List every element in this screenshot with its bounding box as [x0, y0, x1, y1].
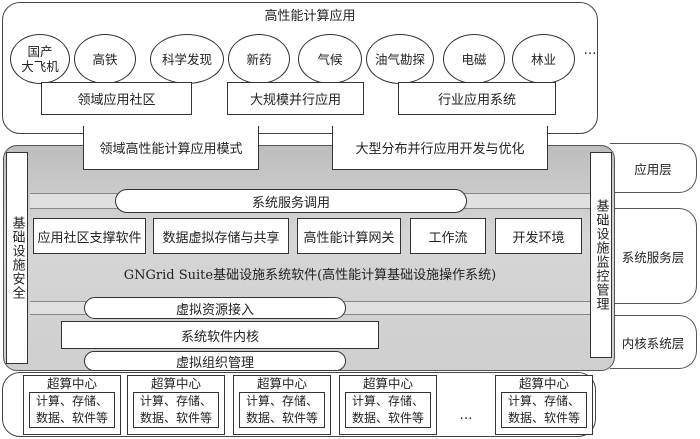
domain-oval: 电磁: [443, 34, 505, 84]
layer-application: 应用层: [610, 143, 697, 193]
system-kernel-box: 系统软件内核: [61, 321, 379, 349]
domain-oval: 高铁: [74, 34, 136, 84]
domain-oval: 国产 大飞机: [10, 34, 70, 84]
service-hpc-gateway: 高性能计算网关: [297, 218, 401, 254]
infra-security-box: 基础设施安全: [6, 152, 28, 364]
domain-oval: 气候: [298, 34, 362, 84]
layer-system-service: 系统服务层: [610, 208, 697, 304]
service-workflow: 工作流: [410, 218, 486, 254]
supercomputing-center: 超算中心计算、存储、 数据、软件等: [127, 375, 225, 435]
distributed-dev-box: 大型分布并行应用开发与优化: [332, 126, 548, 170]
virtual-org-management: 虚拟组织管理: [84, 351, 346, 371]
domain-community-box: 领域应用社区: [41, 82, 192, 115]
center-title: 超算中心: [256, 376, 307, 391]
infra-monitoring-box: 基础设施监控管理: [590, 152, 612, 358]
center-title: 超算中心: [46, 376, 97, 391]
center-content: 计算、存储、 数据、软件等: [501, 392, 587, 428]
center-title: 超算中心: [518, 376, 569, 391]
domain-oval: 科学发现: [150, 34, 224, 84]
supercomputing-center: 超算中心计算、存储、 数据、软件等: [233, 375, 331, 435]
center-content: 计算、存储、 数据、软件等: [29, 392, 115, 428]
system-service-call: 系统服务调用: [115, 189, 467, 213]
app-layer-title: 高性能计算应用: [264, 8, 356, 24]
service-dev-env: 开发环境: [495, 218, 582, 254]
service-data-storage: 数据虚拟存储与共享: [153, 218, 289, 254]
suite-title: GNGrid Suite基础设施系统软件(高性能计算基础设施操作系统): [123, 267, 497, 283]
virtual-resource-access: 虚拟资源接入: [84, 297, 346, 319]
center-title: 超算中心: [150, 376, 201, 391]
domain-hpc-mode-box: 领域高性能计算应用模式: [83, 126, 259, 170]
center-title: 超算中心: [362, 376, 413, 391]
industry-system-box: 行业应用系统: [398, 82, 556, 115]
domains-ellipsis: …: [583, 42, 597, 58]
supercomputing-center: 超算中心计算、存储、 数据、软件等: [339, 375, 437, 435]
service-community-support: 应用社区支撑软件: [33, 218, 146, 254]
center-content: 计算、存储、 数据、软件等: [239, 392, 325, 428]
large-parallel-app-box: 大规模并行应用: [227, 82, 364, 115]
layer-kernel-system: 内核系统层: [610, 315, 697, 369]
center-content: 计算、存储、 数据、软件等: [345, 392, 431, 428]
supercomputing-center: 超算中心计算、存储、 数据、软件等: [23, 375, 121, 435]
domain-oval: 油气勘探: [366, 34, 434, 84]
center-content: 计算、存储、 数据、软件等: [133, 392, 219, 428]
supercomputing-center: 超算中心计算、存储、 数据、软件等: [495, 375, 593, 435]
centers-ellipsis: …: [459, 407, 473, 423]
domain-oval: 新药: [228, 34, 290, 84]
domain-oval: 林业: [512, 34, 575, 84]
